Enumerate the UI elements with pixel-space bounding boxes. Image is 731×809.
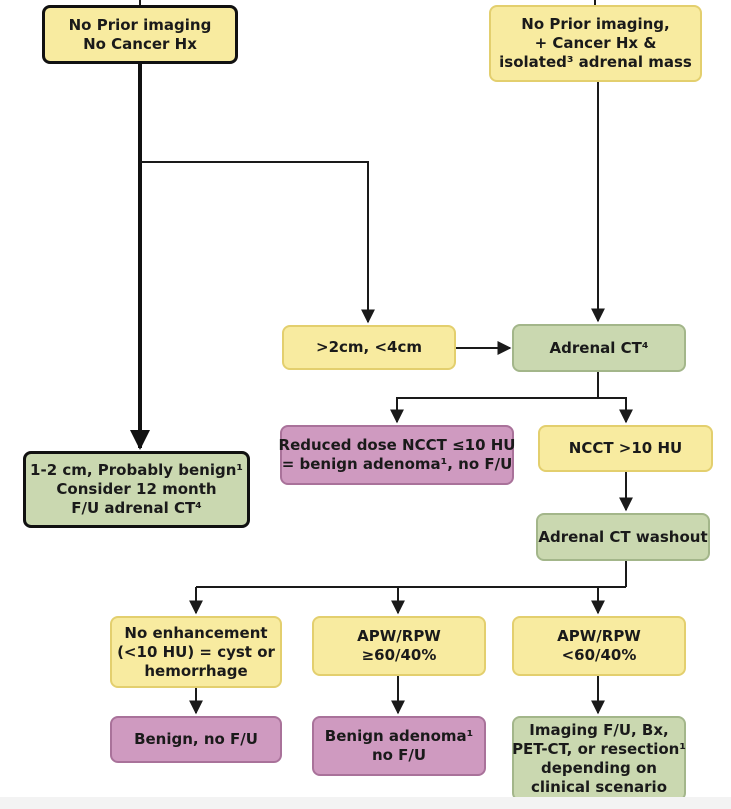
node-reduced-dose: Reduced dose NCCT ≤10 HU = benign adenom… — [278, 425, 516, 485]
node-apw-ge60-line-1: APW/RPW — [357, 627, 441, 645]
node-ct-washout: Adrenal CT washout — [536, 513, 710, 561]
arrow-to-ncct-gt10 — [598, 397, 633, 424]
node-apw-lt60-line-2: <60/40% — [561, 646, 637, 664]
node-ncct-gt10-label: NCCT >10 HU — [568, 439, 683, 457]
node-adrenal-ct-label: Adrenal CT⁴ — [549, 338, 649, 357]
node-no-enhancement: No enhancement (<10 HU) = cyst or hemorr… — [110, 616, 282, 688]
node-adrenal-ct: Adrenal CT⁴ — [512, 324, 686, 372]
node-probably-benign-line-2: Consider 12 month — [56, 480, 217, 498]
node-imaging-fu-line-4: clinical scenario — [530, 777, 667, 796]
node-benign-no-fu-label: Benign, no F/U — [134, 730, 258, 748]
branch-to-size-2-4 — [140, 161, 375, 324]
node-no-enhancement-line-3: hemorrhage — [144, 661, 248, 680]
node-imaging-fu-line-3: depending on — [540, 758, 657, 777]
node-left-start: No Prior imaging No Cancer Hx — [42, 5, 238, 64]
node-apw-ge60: APW/RPW ≥60/40% — [312, 616, 486, 676]
node-imaging-fu-line-1: Imaging F/U, Bx, — [529, 720, 669, 739]
node-probably-benign-line-3: F/U adrenal CT⁴ — [71, 499, 202, 517]
node-no-enhancement-line-1: No enhancement — [124, 623, 268, 642]
node-right-start: No Prior imaging, + Cancer Hx & isolated… — [489, 5, 702, 82]
node-probably-benign: 1-2 cm, Probably benign¹ Consider 12 mon… — [23, 451, 250, 528]
bottom-strip — [0, 797, 731, 809]
node-benign-adenoma: Benign adenoma¹ no F/U — [312, 716, 486, 776]
node-right-start-line-2: + Cancer Hx & — [534, 34, 657, 52]
node-probably-benign-line-1: 1-2 cm, Probably benign¹ — [30, 461, 243, 479]
node-size-2-4: >2cm, <4cm — [282, 325, 456, 370]
node-reduced-dose-line-1: Reduced dose NCCT ≤10 HU — [278, 436, 516, 454]
node-benign-no-fu: Benign, no F/U — [110, 716, 282, 763]
node-left-start-line-2: No Cancer Hx — [83, 34, 197, 53]
arrow-to-reduced-dose — [390, 397, 598, 424]
node-imaging-fu-line-2: PET-CT, or resection¹ — [512, 739, 686, 758]
node-reduced-dose-line-2: = benign adenoma¹, no F/U — [281, 455, 513, 473]
node-ct-washout-label: Adrenal CT washout — [538, 527, 708, 546]
node-no-enhancement-line-2: (<10 HU) = cyst or — [117, 642, 275, 661]
node-right-start-line-3: isolated³ adrenal mass — [499, 53, 692, 71]
node-left-start-line-1: No Prior imaging — [68, 15, 212, 34]
node-apw-ge60-line-2: ≥60/40% — [361, 646, 437, 664]
node-size-2-4-label: >2cm, <4cm — [316, 338, 422, 356]
node-imaging-fu: Imaging F/U, Bx, PET-CT, or resection¹ d… — [512, 716, 686, 801]
node-benign-adenoma-line-2: no F/U — [371, 746, 427, 764]
node-apw-lt60: APW/RPW <60/40% — [512, 616, 686, 676]
node-benign-adenoma-line-1: Benign adenoma¹ — [324, 727, 474, 745]
node-apw-lt60-line-1: APW/RPW — [557, 627, 641, 645]
node-right-start-line-1: No Prior imaging, — [521, 15, 670, 33]
node-ncct-gt10: NCCT >10 HU — [538, 425, 713, 472]
